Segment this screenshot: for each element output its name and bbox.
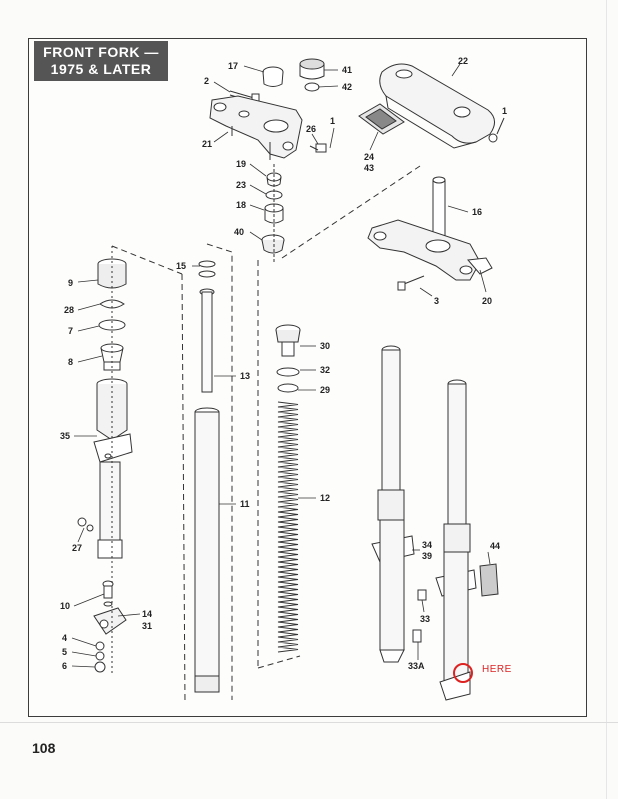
part-5-lockwasher xyxy=(95,651,105,661)
callout-30: 30 xyxy=(320,341,330,351)
part-17-cap xyxy=(262,66,284,87)
callout-leaders xyxy=(71,63,491,668)
part-40-bearing-cup xyxy=(261,234,285,254)
callout-1-mid: 1 xyxy=(330,116,335,126)
part-21-upper-bracket xyxy=(209,95,303,160)
dashed-connector xyxy=(181,273,186,705)
callout-8: 8 xyxy=(68,357,73,367)
callout-10: 10 xyxy=(60,601,70,611)
callout-3: 3 xyxy=(434,296,439,306)
callout-1-top: 1 xyxy=(502,106,507,116)
callout-41: 41 xyxy=(342,65,352,75)
callout-43: 43 xyxy=(364,163,374,173)
part-6-nut xyxy=(94,661,106,673)
callout-16: 16 xyxy=(472,207,482,217)
part-3-bolt xyxy=(397,275,425,291)
callout-34: 34 xyxy=(422,540,432,550)
part-35-slider xyxy=(93,378,133,559)
callout-11: 11 xyxy=(240,499,250,509)
diagram-frame xyxy=(28,38,587,717)
part-14-axle-clamp xyxy=(93,607,127,635)
part-33-plug xyxy=(417,589,427,601)
diagram-title: FRONT FORK — 1975 & LATER xyxy=(34,41,168,81)
callout-19: 19 xyxy=(236,159,246,169)
callout-42: 42 xyxy=(342,82,352,92)
callout-24: 24 xyxy=(364,152,374,162)
callout-40: 40 xyxy=(234,227,244,237)
part-13-damper-tube xyxy=(199,288,215,393)
callout-labels: 17 41 2 42 22 1 21 26 1 24 43 19 23 18 4… xyxy=(60,56,507,671)
callout-2: 2 xyxy=(204,76,209,86)
part-27-screw xyxy=(77,517,94,532)
callout-26: 26 xyxy=(306,124,316,134)
dashed-connector xyxy=(111,245,183,275)
callout-31: 31 xyxy=(142,621,152,631)
part-24-nameplate xyxy=(358,103,405,135)
part-42-washer xyxy=(304,82,320,92)
callout-29: 29 xyxy=(320,385,330,395)
part-4-washer xyxy=(95,641,105,651)
dashed-connector xyxy=(281,165,421,259)
callout-33a: 33A xyxy=(408,661,425,671)
page-number: 108 xyxy=(32,740,56,756)
callout-44: 44 xyxy=(490,541,500,551)
callout-20: 20 xyxy=(482,296,492,306)
part-28-retaining-ring xyxy=(99,299,125,309)
right-fork-leg xyxy=(435,379,477,701)
part-44-decal xyxy=(479,563,499,597)
callout-13: 13 xyxy=(240,371,250,381)
callout-7: 7 xyxy=(68,326,73,336)
callout-33: 33 xyxy=(420,614,430,624)
binder-edge-line xyxy=(606,0,607,799)
page-divider xyxy=(0,722,618,723)
annotation-circle xyxy=(453,663,473,683)
callout-23: 23 xyxy=(236,180,246,190)
callout-27: 27 xyxy=(72,543,82,553)
part-20-lower-bracket xyxy=(367,219,493,281)
callout-39: 39 xyxy=(422,551,432,561)
part-1-screw xyxy=(488,117,505,143)
callout-14: 14 xyxy=(142,609,152,619)
callout-22: 22 xyxy=(458,56,468,66)
part-30-cap-plug xyxy=(275,324,301,357)
callout-17: 17 xyxy=(228,61,238,71)
part-33a-plug xyxy=(412,629,422,643)
callout-6: 6 xyxy=(62,661,67,671)
part-41-cap xyxy=(299,58,325,80)
part-11-fork-tube xyxy=(194,407,220,693)
callout-18: 18 xyxy=(236,200,246,210)
title-line-2: 1975 & LATER xyxy=(50,61,152,77)
callout-9: 9 xyxy=(68,278,73,288)
annotation-here-label: HERE xyxy=(482,664,512,675)
part-7-seal xyxy=(98,319,126,331)
callout-15: 15 xyxy=(176,261,186,271)
part-12-spring xyxy=(277,401,299,653)
title-line-1: FRONT FORK — xyxy=(43,44,159,60)
part-26-bolt xyxy=(309,143,327,153)
part-32-o-ring xyxy=(276,367,300,377)
left-fork-leg xyxy=(371,345,415,663)
callout-4: 4 xyxy=(62,633,67,643)
callout-28: 28 xyxy=(64,305,74,315)
part-15-rings xyxy=(198,260,216,278)
callout-35: 35 xyxy=(60,431,70,441)
part-16-stem xyxy=(432,176,446,241)
callout-21: 21 xyxy=(202,139,212,149)
part-22-top-plate xyxy=(379,63,495,149)
callout-12: 12 xyxy=(320,493,330,503)
callout-5: 5 xyxy=(62,647,67,657)
callout-32: 32 xyxy=(320,365,330,375)
dashed-connector xyxy=(206,243,233,700)
part-9-cover xyxy=(97,258,127,289)
part-29-washer xyxy=(277,383,299,393)
